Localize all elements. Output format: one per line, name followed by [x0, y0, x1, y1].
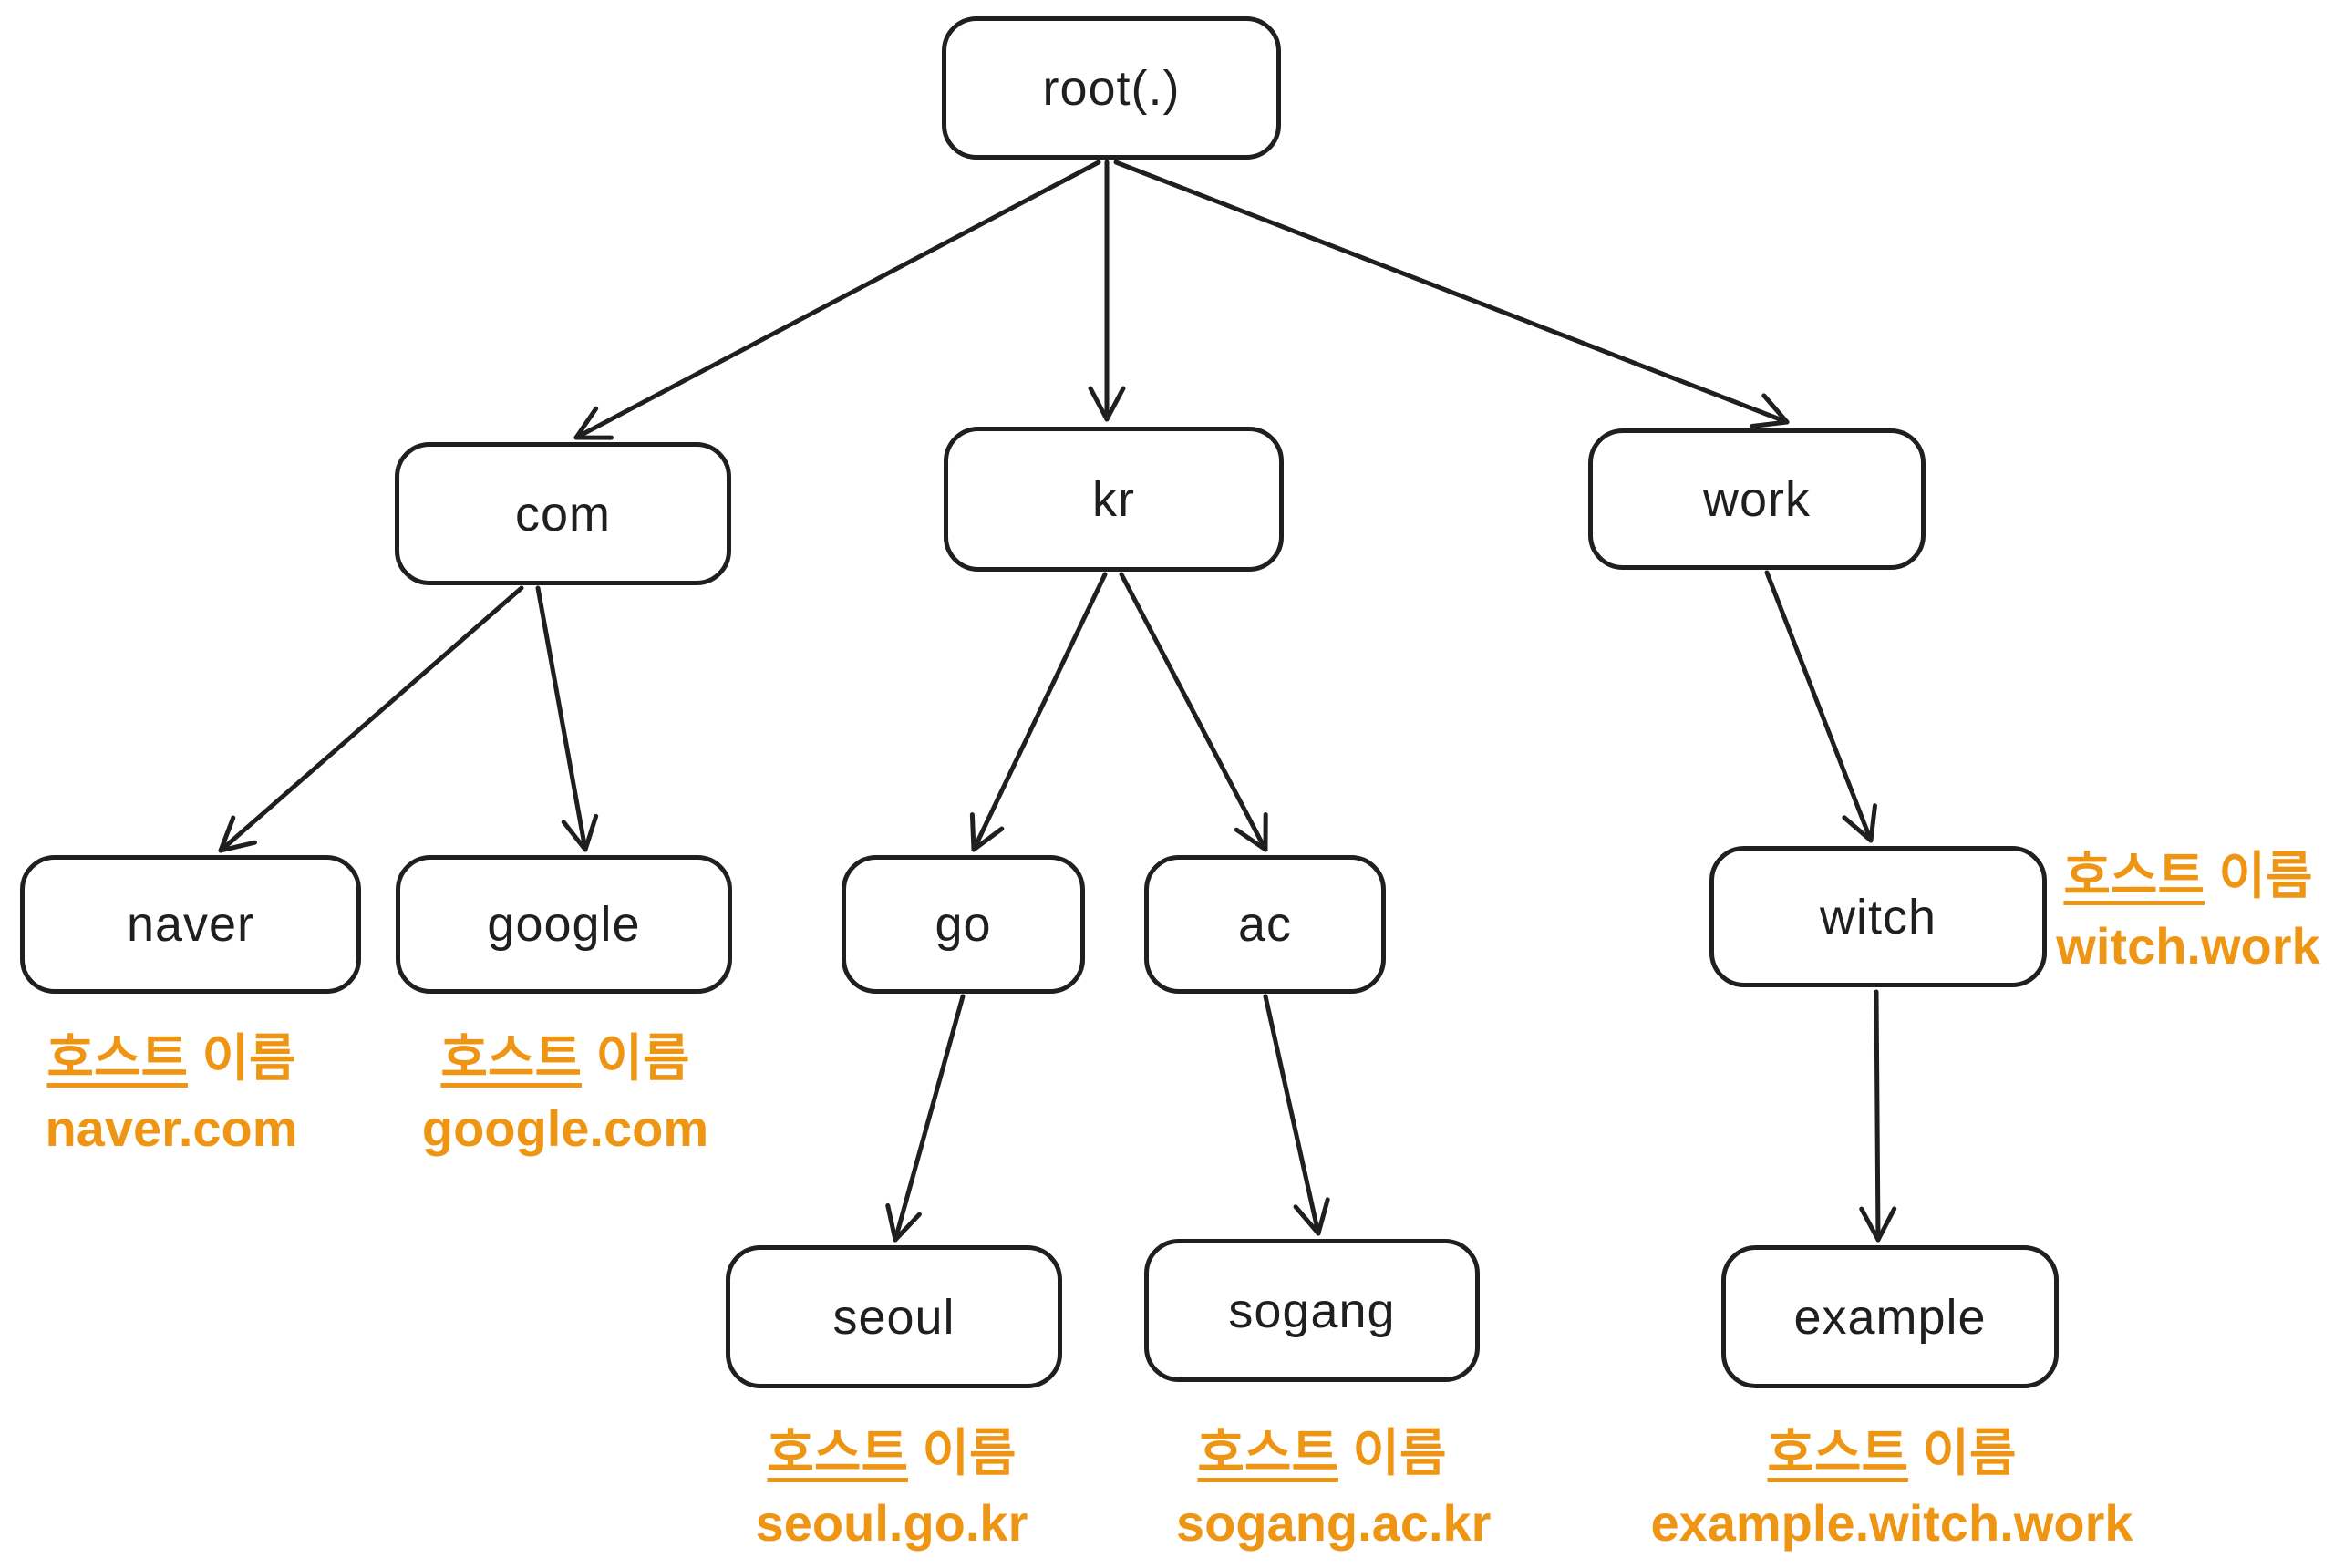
node-witch-label: witch	[1819, 889, 1937, 944]
node-ac: ac	[1144, 855, 1386, 994]
edge-root-work	[1113, 160, 1790, 429]
node-go: go	[842, 855, 1085, 994]
edge-kr-ac	[1119, 572, 1268, 852]
annotation-witch-caption: 호스트 이름	[2063, 847, 2313, 904]
node-work-label: work	[1702, 471, 1811, 527]
node-root: root(.)	[942, 16, 1281, 160]
node-naver: naver	[20, 855, 361, 994]
annotation-seoul-caption: 호스트 이름	[767, 1424, 1017, 1481]
node-work: work	[1588, 428, 1926, 570]
annotation-naver-hostname: naver.com	[45, 1099, 298, 1158]
node-example: example	[1721, 1245, 2059, 1388]
node-sogang: sogang	[1144, 1239, 1480, 1382]
node-com-label: com	[514, 486, 611, 542]
annotation-witch: 호스트 이름 witch.work	[2051, 841, 2325, 982]
annotation-example-caption: 호스트 이름	[1767, 1424, 2017, 1481]
node-com: com	[395, 442, 731, 585]
annotation-seoul: 호스트 이름 seoul.go.kr	[755, 1418, 1028, 1559]
node-kr-label: kr	[1092, 471, 1135, 527]
node-google: google	[396, 855, 732, 994]
edge-ac-sogang	[1263, 994, 1330, 1236]
node-sogang-label: sogang	[1228, 1283, 1396, 1338]
annotation-sogang: 호스트 이름 sogang.ac.kr	[1176, 1418, 1492, 1559]
annotation-naver-caption: 호스트 이름	[46, 1029, 296, 1087]
edge-go-seoul	[885, 994, 966, 1243]
annotation-google-hostname: google.com	[421, 1099, 709, 1158]
annotation-naver: 호스트 이름 naver.com	[35, 1023, 308, 1164]
edge-work-witch	[1764, 570, 1877, 843]
annotation-google-caption: 호스트 이름	[440, 1029, 690, 1087]
node-witch: witch	[1709, 846, 2047, 987]
annotation-seoul-hostname: seoul.go.kr	[755, 1494, 1028, 1553]
edge-kr-go	[969, 572, 1108, 852]
edge-witch-example	[1859, 989, 1897, 1243]
node-ac-label: ac	[1237, 897, 1293, 952]
annotation-sogang-caption: 호스트 이름	[1197, 1424, 1447, 1481]
edge-com-naver	[218, 585, 524, 853]
node-seoul-label: seoul	[832, 1289, 955, 1345]
annotation-sogang-hostname: sogang.ac.kr	[1176, 1494, 1492, 1553]
node-root-label: root(.)	[1042, 60, 1181, 116]
edge-root-com	[573, 160, 1101, 440]
annotation-witch-hostname: witch.work	[2056, 917, 2320, 975]
annotation-example-hostname: example.witch.work	[1650, 1494, 2133, 1553]
node-kr: kr	[944, 427, 1284, 572]
node-naver-label: naver	[126, 897, 255, 952]
node-seoul: seoul	[726, 1245, 1062, 1388]
node-google-label: google	[487, 897, 641, 952]
node-go-label: go	[935, 897, 992, 952]
annotation-google: 호스트 이름 google.com	[410, 1023, 720, 1164]
node-example-label: example	[1793, 1289, 1987, 1345]
edge-com-google	[535, 585, 599, 852]
annotation-example: 호스트 이름 example.witch.work	[1637, 1418, 2147, 1559]
